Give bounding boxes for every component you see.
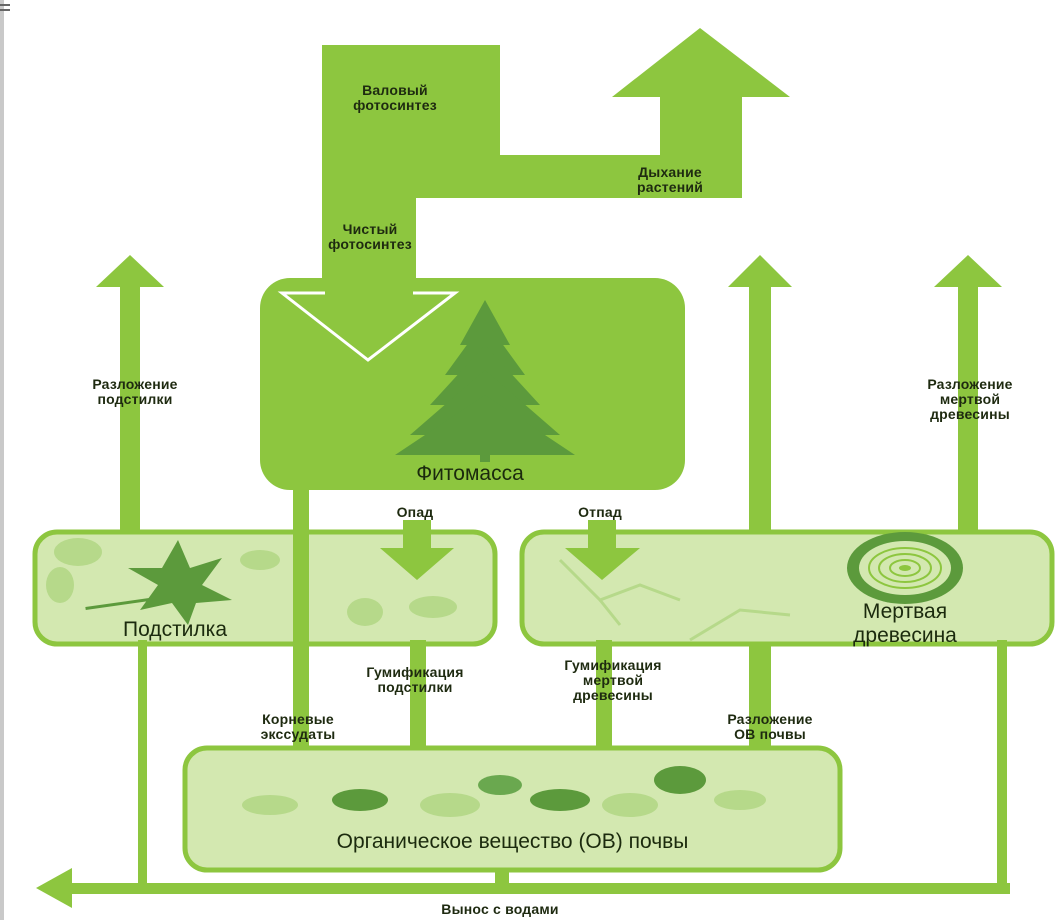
fir-tree-icon: [395, 300, 575, 462]
menu-icon-bar: [0, 9, 10, 11]
gross-photosynthesis-arrow: [322, 28, 790, 198]
maple-leaf-icon: [85, 540, 232, 625]
oak-leaf-icon: [409, 596, 457, 618]
menu-icon[interactable]: [0, 4, 10, 6]
tree-rings-icon: [847, 532, 963, 604]
plant-respiration-label: Дыхание растений: [636, 164, 704, 195]
litter-title: Подстилка: [123, 618, 227, 641]
litter-decomposition-arrow: [96, 255, 164, 535]
water-removal-label: Вынос с водами: [441, 901, 559, 917]
birch-leaf-icon: [46, 538, 383, 626]
soil-om-decomposition-arrow: [728, 255, 792, 750]
litter-decomposition-label: Разложение подстилки: [92, 376, 178, 407]
litter-humification-label: Гумификация подстилки: [366, 664, 464, 695]
deadwood-humification-label: Гумификация мертвой древесины: [564, 657, 662, 703]
deadfall-arrow: [565, 520, 640, 580]
litterfall-label: Опад: [396, 504, 434, 520]
net-photosynthesis-label: Чистый фотосинтез: [328, 221, 412, 252]
net-photosynthesis-arrow: [277, 198, 460, 362]
branch-icon: [558, 558, 791, 642]
soil-om-title: Органическое вещество (ОВ) почвы: [336, 830, 689, 853]
deadfall-label: Отпад: [578, 504, 622, 520]
litterfall-arrow: [380, 520, 454, 580]
root-exudates-label: Корневые экссудаты: [260, 711, 336, 742]
soil-particles-icon: [242, 766, 766, 817]
water-removal-arrow: [36, 640, 1010, 908]
dead-wood-title: Мертвая древесина: [853, 600, 957, 647]
window-edge: [0, 0, 4, 920]
deadwood-decomposition-arrow: [934, 255, 1002, 535]
phytomass-title: Фитомасса: [416, 462, 524, 485]
deadwood-decomposition-label: Разложение мертвой древесины: [927, 376, 1013, 422]
soil-om-decomposition-label: Разложение ОВ почвы: [727, 711, 813, 742]
gross-photosynthesis-label: Валовый фотосинтез: [353, 82, 437, 113]
